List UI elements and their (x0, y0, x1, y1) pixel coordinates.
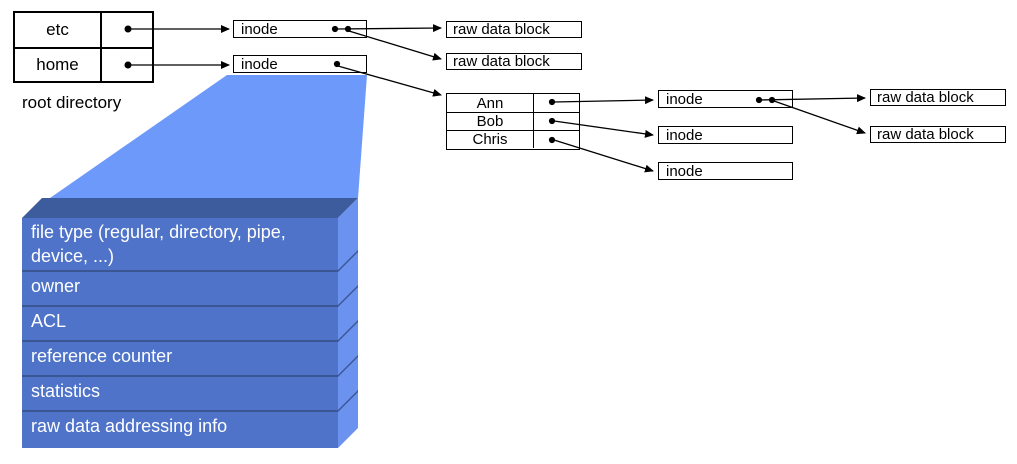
root-directory-caption: root directory (22, 93, 122, 112)
dir-entry-pointer-cell (534, 131, 578, 148)
inode-box-etc: inode (233, 20, 367, 38)
dir-entry-pointer-cell (102, 13, 152, 47)
inode-detail-row-acl: ACL (22, 305, 338, 340)
root-row-home: home (15, 47, 152, 81)
dir-entry-name: home (15, 49, 102, 81)
dir-row-chris: Chris (447, 130, 579, 148)
root-row-etc: etc (15, 13, 152, 47)
dir-row-ann: Ann (447, 94, 579, 112)
inode-box-bob: inode (658, 126, 793, 144)
inode-detail-side-face (338, 198, 358, 448)
dir-entry-pointer-cell (534, 94, 578, 112)
raw-data-block-3: raw data block (870, 89, 1006, 106)
inode-box-chris: inode (658, 162, 793, 180)
dir-entry-pointer-cell (534, 113, 578, 130)
dir-entry-name: Bob (447, 113, 534, 130)
inode-detail-row-file-type: file type (regular, directory, pipe, dev… (31, 222, 286, 266)
dir-entry-name: Chris (447, 131, 534, 148)
inode-detail-table: file type (regular, directory, pipe, dev… (22, 218, 338, 448)
dir-entry-pointer-cell (102, 49, 152, 81)
dir-row-bob: Bob (447, 112, 579, 130)
dir-entry-name: Ann (447, 94, 534, 112)
inode-box-home: inode (233, 55, 367, 73)
raw-data-block-1: raw data block (446, 21, 582, 38)
root-directory-table: etc home (13, 11, 154, 83)
inode-detail-row-reference-counter: reference counter (22, 340, 338, 375)
inode-detail-top-face (22, 198, 358, 218)
dir-entry-name: etc (15, 13, 102, 47)
inode-detail-row-statistics: statistics (22, 375, 338, 410)
home-directory-table: Ann Bob Chris (446, 93, 580, 150)
raw-data-block-4: raw data block (870, 126, 1006, 143)
inode-detail-row-owner: owner (22, 270, 338, 305)
inode-detail-row-raw-data-addressing: raw data addressing info (22, 410, 338, 448)
inode-box-ann: inode (658, 90, 793, 108)
raw-data-block-2: raw data block (446, 53, 582, 70)
